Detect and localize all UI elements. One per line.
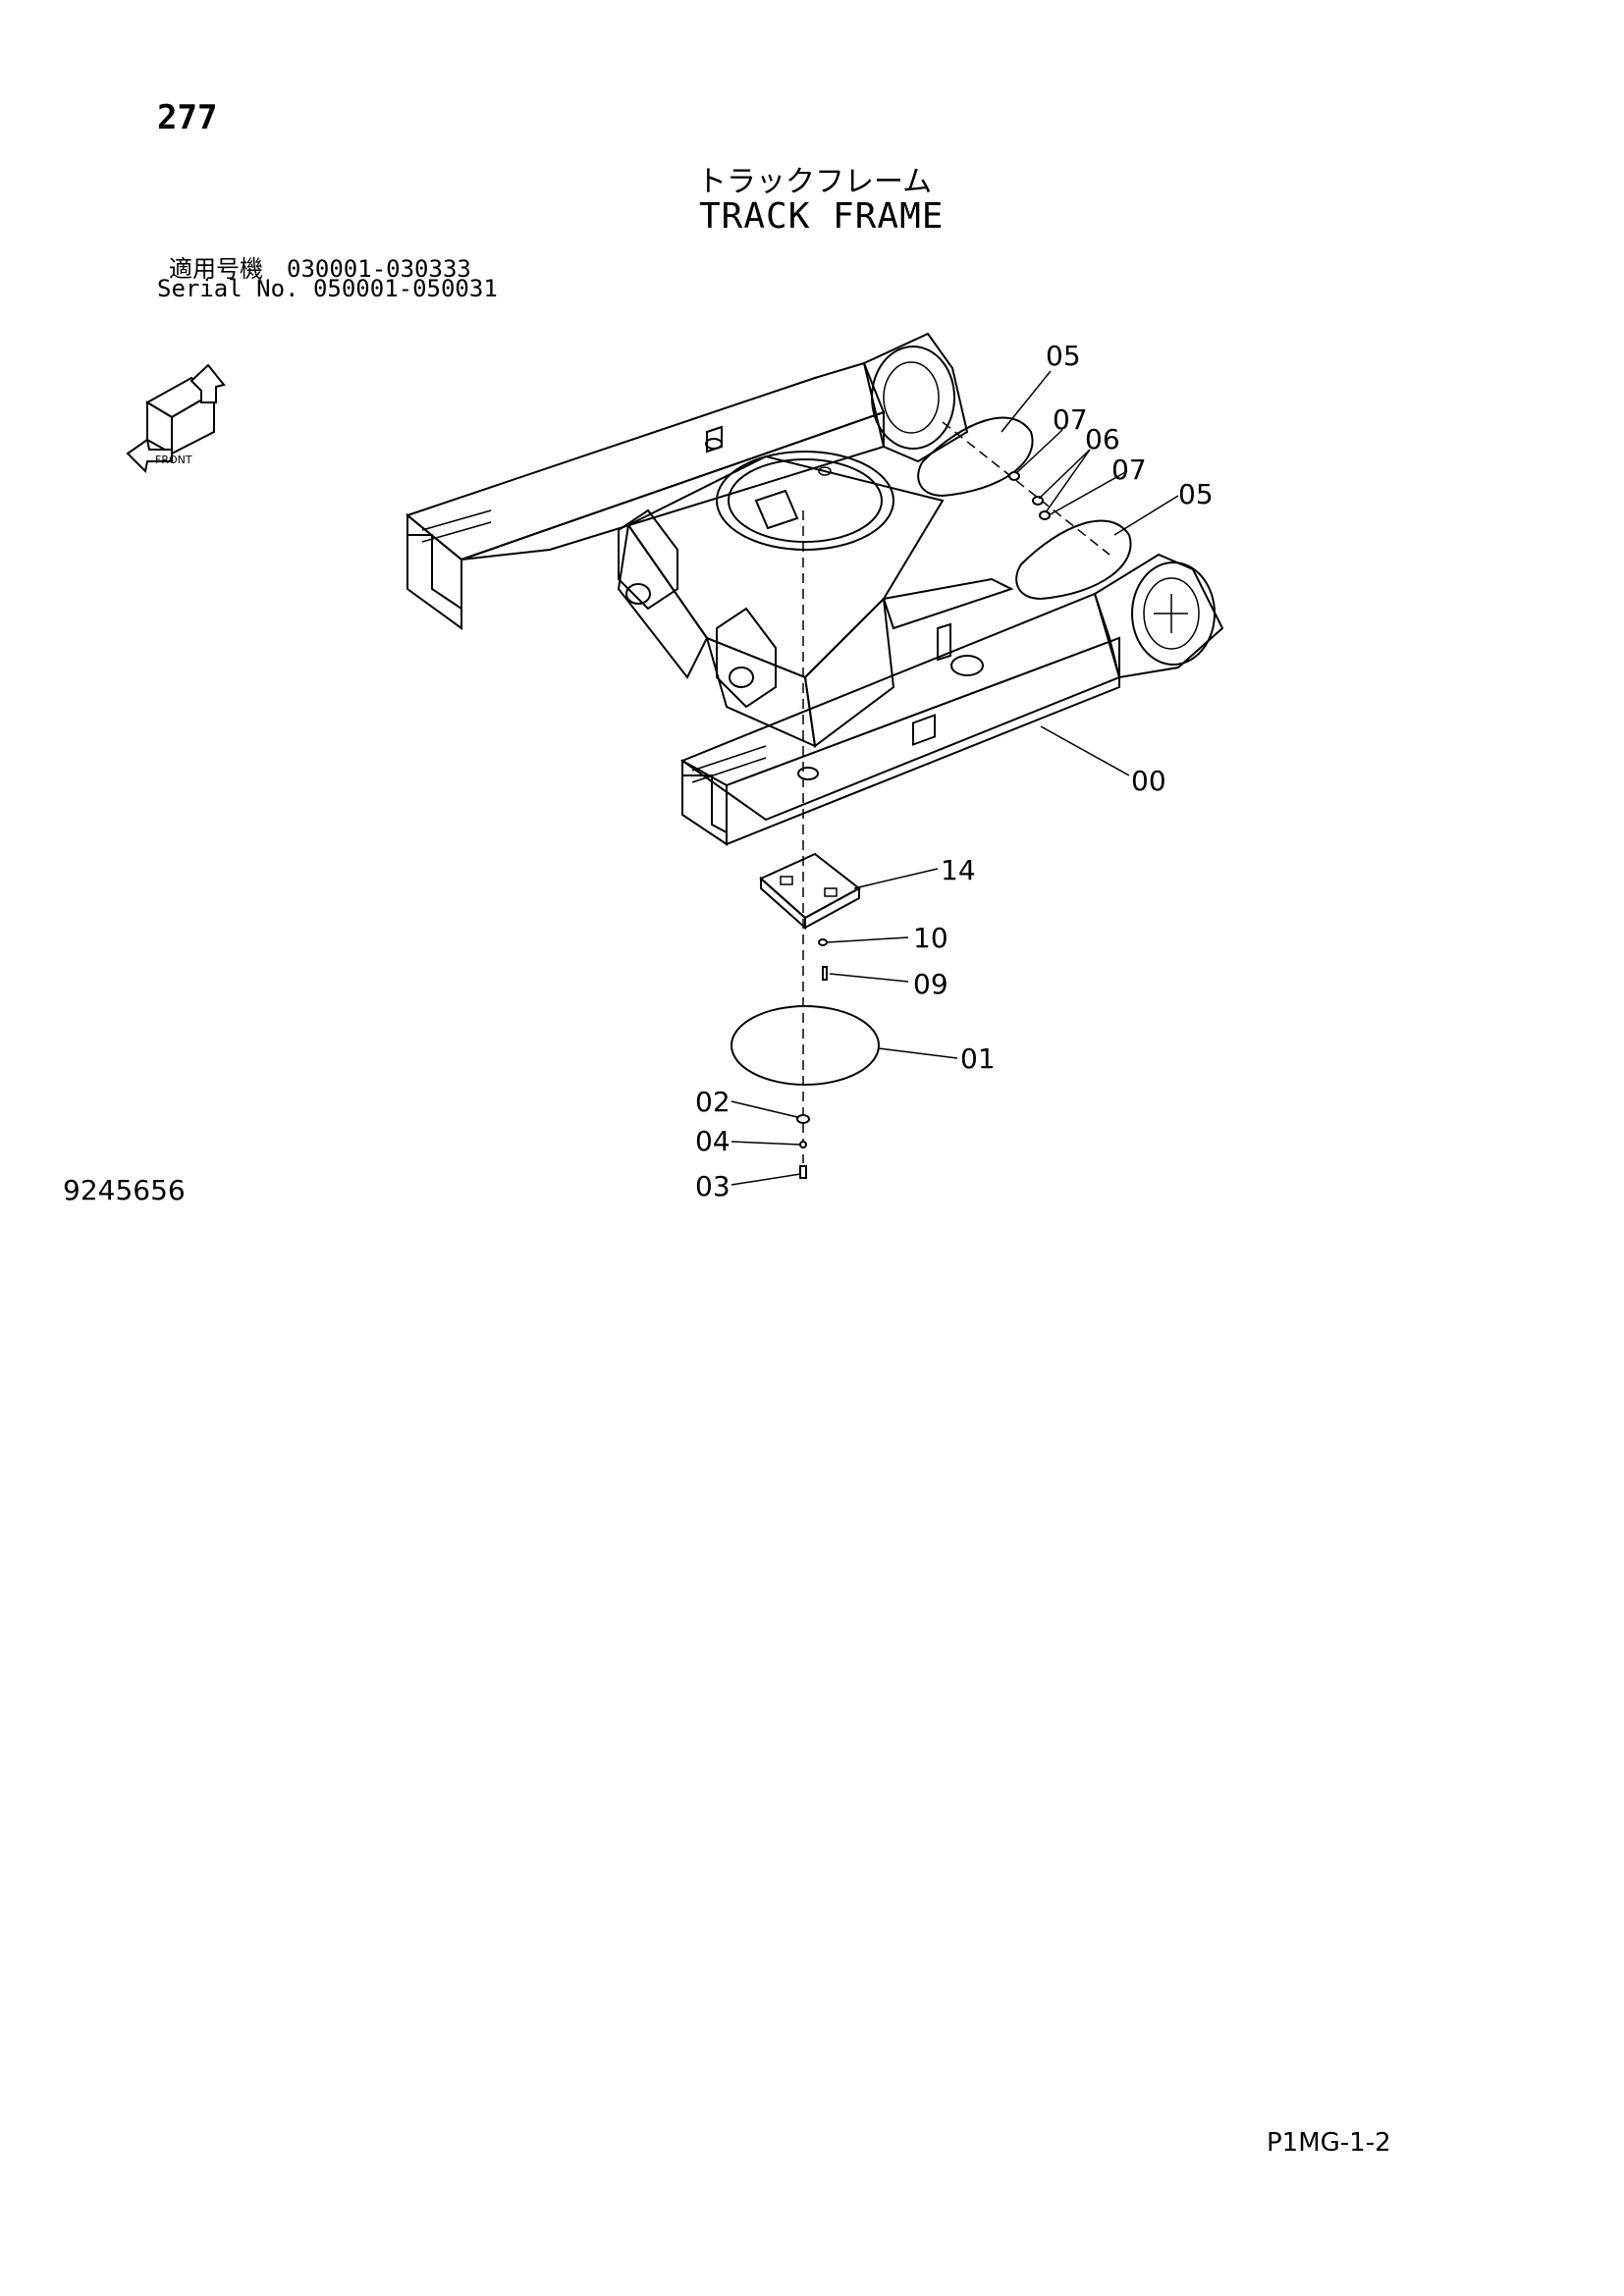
track-frame-body xyxy=(405,332,1224,846)
front-label: FRONT xyxy=(155,454,192,466)
mounting-plates xyxy=(917,416,1132,601)
bolt-09 xyxy=(822,966,828,981)
callout-14: 14 xyxy=(941,854,976,886)
callout-05-top: 05 xyxy=(1046,340,1081,372)
bolts xyxy=(1008,471,1051,520)
bolt-03 xyxy=(799,1165,807,1179)
callout-10: 10 xyxy=(913,922,948,954)
page-title-japanese: トラックフレーム xyxy=(697,165,933,199)
drawing-number: 9245656 xyxy=(63,1174,186,1206)
bracket-plate xyxy=(759,852,861,931)
serial-range: Serial No. 050001-050031 xyxy=(157,275,498,302)
callout-07-upper: 07 xyxy=(1053,403,1088,436)
washer-10 xyxy=(818,938,828,946)
callout-00: 00 xyxy=(1131,765,1166,797)
leader-lines xyxy=(731,370,1179,1186)
callout-09: 09 xyxy=(913,968,948,1000)
callout-01: 01 xyxy=(960,1042,996,1075)
page-number: 277 xyxy=(157,98,218,137)
callout-07-lower: 07 xyxy=(1111,454,1147,486)
callout-06: 06 xyxy=(1085,423,1120,455)
cover-plate xyxy=(731,1005,880,1086)
callout-04: 04 xyxy=(695,1125,731,1157)
callout-03: 03 xyxy=(695,1170,731,1202)
washer-04 xyxy=(799,1141,807,1148)
front-direction-icon: FRONT xyxy=(126,363,226,474)
page-code: P1MG-1-2 xyxy=(1267,2128,1391,2158)
callout-05-right: 05 xyxy=(1178,478,1214,510)
page-title: TRACK FRAME xyxy=(699,196,945,237)
callout-02: 02 xyxy=(695,1086,731,1118)
serial-range-japanese: 適用号機 030001-030333 xyxy=(169,255,471,283)
washer-02 xyxy=(796,1114,810,1124)
